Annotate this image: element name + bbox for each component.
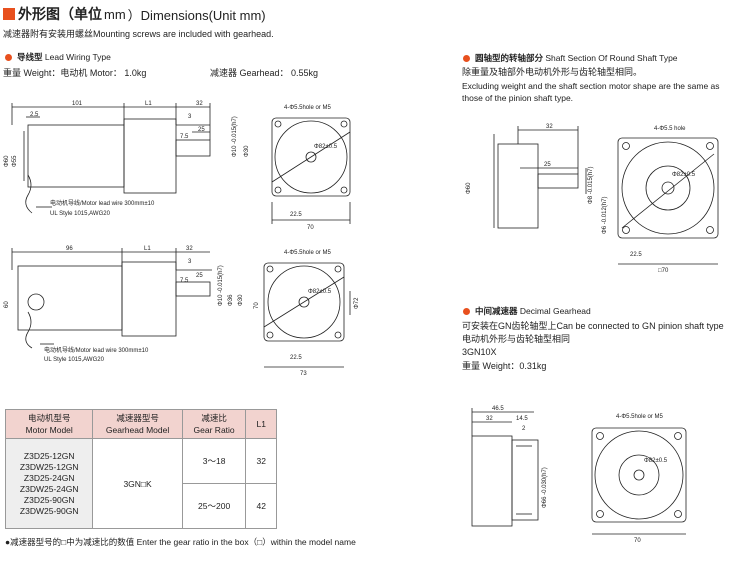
gearhead-model: 3GN□K [92,438,183,529]
dim-shaft: Φ10 -0.015(h7) [232,116,238,157]
dim-25: 25 [198,127,205,133]
decimal-desc-2: 电动机外形与齿轮轴型相同 [462,334,571,344]
dim-32: 32 [486,416,493,422]
dim-phi36: Φ36 [228,294,234,306]
title-marker-icon [3,8,15,20]
decimal-model: 3GN10X [462,347,497,357]
lead-wiring-heading: 导线型 Lead Wiring Type [5,51,111,63]
dim-phi30: Φ30 [238,294,244,306]
bullet-icon [463,55,470,63]
decimal-desc-1: 可安装在GN齿轮轴型上Can be connected to GN pinion… [462,321,724,331]
round-shaft-desc-en1: Excluding weight and the shaft section m… [462,81,720,91]
dim-22-5: 22.5 [630,252,642,258]
dim-phi72: Φ72 [354,297,360,309]
round-shaft-desc-cn: 除重量及轴部外电动机外形与齿轮轴型相同。 [462,67,643,77]
drawing-round-shaft-side: 32 25 Φ60 Φ8 -0.015(h7) Φ6 -0.012(h7) [466,124,608,234]
hole-label: 4-Φ5.5hole or M5 [616,414,663,420]
decimal-gearhead-heading: 中间减速器 Decimal Gearhead [463,305,591,317]
drawing-side-view-2: 96 L1 32 3 25 7.5 Φ10 -0.015(h7) Φ30 Φ36… [4,246,244,363]
dim-46-5: 46.5 [492,406,504,412]
dim-32: 32 [196,101,203,107]
dim-phi60: Φ60 [466,182,472,194]
dim-7-5: 7.5 [180,278,189,284]
dim-25: 25 [196,273,203,279]
dim-32: 32 [186,246,193,252]
dim-14-5: 14.5 [516,416,528,422]
l1-1: 32 [245,438,277,484]
pcd-label: Φ82±0.5 [308,289,332,295]
dim-l1: L1 [144,246,151,252]
drawing-front-view-2: 4-Φ5.5hole or M5 Φ82±0.5 22.5 70 73 Φ72 [254,250,360,377]
bullet-icon [463,308,470,316]
dim-phi30: Φ30 [244,145,250,157]
dim-shaft8: Φ8 -0.015(h7) [588,167,594,204]
dim-25: 25 [544,162,551,168]
decimal-weight: 重量 Weight：0.31kg [462,361,547,371]
wire-label: 电动机导线/Motor lead wire 300mm±10 [50,199,155,207]
dim-70: 70 [634,538,641,542]
hole-label: 4-Φ5.5hole or M5 [284,250,331,256]
drawing-side-view-1: 101 L1 32 3 25 7.5 2.5 Φ10 -0.015(h7) Φ3… [4,101,250,217]
l1-2: 42 [245,483,277,529]
round-shaft-desc-en2: those of the pinion shaft type. [462,93,574,103]
dim-60: 60 [4,301,10,308]
page-title: 外形图（单位 mm ）Dimensions(Unit mm) [3,4,266,24]
dim-101: 101 [72,101,83,107]
dim-7-5: 7.5 [180,134,189,140]
dim-3: 3 [188,114,192,120]
dim-96: 96 [66,246,73,252]
drawing-decimal-front: 4-Φ5.5hole or M5 Φ82±0.5 70 [591,414,687,542]
ratio-2: 25～200 [181,483,247,529]
pcd-label: Φ82±0.5 [314,144,338,150]
dim-l1: L1 [145,101,152,107]
dim-2-5: 2.5 [30,112,39,118]
dim-2: 2 [522,426,526,432]
dim-22-5: 22.5 [290,212,302,218]
hole-label: 4-Φ5.5 hole [654,126,686,132]
weight-motor: 重量 Weight：电动机 Motor： 1.0kg [3,68,147,78]
dim-70: 70 [307,225,314,231]
wire-label: 电动机导线/Motor lead wire 300mm±10 [44,346,149,354]
col-l1: L1 [245,409,277,439]
dim-phi55: Φ55 [12,155,18,167]
dim-73: 73 [300,371,307,377]
dim-70: 70 [254,302,260,309]
dim-shaft: Φ66 -0.030(h7) [542,467,548,508]
dim-shaft6: Φ6 -0.012(h7) [602,197,608,234]
dim-shaft: Φ10 -0.015(h7) [218,265,224,306]
bullet-icon [5,54,12,62]
dim-22-5: 22.5 [290,355,302,361]
drawing-front-view-1: 4-Φ5.5hole or M5 Φ82±0.5 22.5 70 [271,105,351,231]
pcd-label: Φ82±0.5 [672,172,696,178]
round-shaft-heading: 圆轴型的转轴部分 Shaft Section Of Round Shaft Ty… [463,52,678,64]
footnote: ●减速器型号的□中为减速比的数值 Enter the gear ratio in… [5,537,356,547]
pcd-label: Φ82±0.5 [644,458,668,464]
ratio-1: 3～18 [181,438,247,484]
table-row: 25～200 42 [6,483,277,529]
drawing-round-shaft-front: 4-Φ5.5 hole Φ82±0.5 22.5 □70 [617,126,719,274]
drawing-decimal-side: 46.5 32 14.5 2 Φ66 -0.030(h7) [471,406,548,527]
dim-phi60: Φ60 [4,155,10,167]
dim-32: 32 [546,124,553,130]
hole-label: 4-Φ5.5hole or M5 [284,105,331,111]
wire-style: UL Style 1015,AWG20 [44,357,105,363]
dim-70: □70 [658,268,669,274]
weight-gearhead: 减速器 Gearhead： 0.55kg [210,68,319,78]
dim-3: 3 [188,259,192,265]
wire-style: UL Style 1015,AWG20 [50,211,111,217]
screw-note: 减速器附有安装用螺丝Mounting screws are included w… [3,29,274,39]
